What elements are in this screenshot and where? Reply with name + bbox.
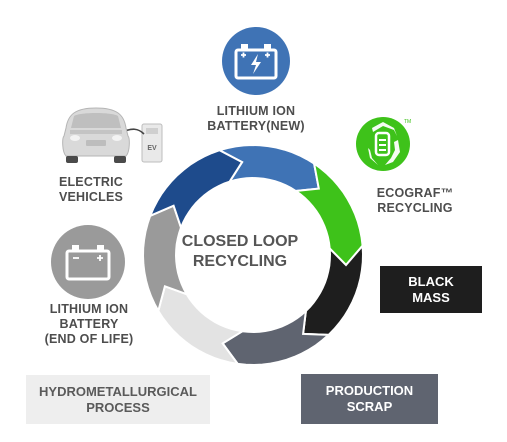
label-line: ECOGRAF™: [376, 186, 454, 200]
label-lithium-ion-battery-eol: LITHIUM ION BATTERY (END OF LIFE): [30, 302, 148, 347]
ecograf-logo-icon: TM: [356, 117, 411, 171]
label-line: LITHIUM ION: [49, 302, 129, 316]
center-title-line2: RECYCLING: [192, 253, 288, 270]
center-title: CLOSED LOOP RECYCLING: [175, 232, 305, 272]
hydrometallurgical-process-box: HYDROMETALLURGICAL PROCESS: [26, 375, 210, 424]
box-line: PROCESS: [86, 399, 150, 415]
label-line: LITHIUM ION: [216, 104, 296, 118]
box-line: MASS: [412, 289, 450, 305]
black-mass-box: BLACK MASS: [380, 266, 482, 313]
label-line: BATTERY(NEW): [207, 119, 305, 133]
label-line: VEHICLES: [58, 190, 124, 204]
label-line: BATTERY: [59, 317, 119, 331]
label-ecograf-recycling: ECOGRAF™ RECYCLING: [355, 186, 475, 216]
label-line: ELECTRIC: [58, 175, 124, 189]
ring-segment-hydrometallurgical-process: [157, 284, 246, 366]
electric-car-icon: EV: [62, 107, 163, 163]
label-lithium-ion-battery-new: LITHIUM ION BATTERY(NEW): [196, 104, 316, 134]
production-scrap-box: PRODUCTION SCRAP: [301, 374, 438, 424]
box-line: SCRAP: [346, 399, 393, 414]
box-line: PRODUCTION: [325, 383, 414, 398]
battery-charging-icon: [222, 27, 290, 95]
ring-segment-electric-vehicles: [148, 149, 244, 231]
label-line: (END OF LIFE): [44, 332, 134, 346]
label-electric-vehicles: ELECTRIC VEHICLES: [36, 175, 146, 205]
center-title-line1: CLOSED LOOP: [181, 233, 299, 250]
battery-icon: [51, 225, 125, 299]
ev-badge-text: EV: [147, 145, 157, 152]
ring-segment-black-mass: [301, 243, 365, 336]
label-line: RECYCLING: [377, 201, 453, 215]
box-line: BLACK: [408, 273, 454, 289]
trademark-mark: TM: [404, 119, 411, 125]
cycle-ring: [141, 143, 365, 367]
box-line: HYDROMETALLURGICAL: [39, 383, 197, 399]
